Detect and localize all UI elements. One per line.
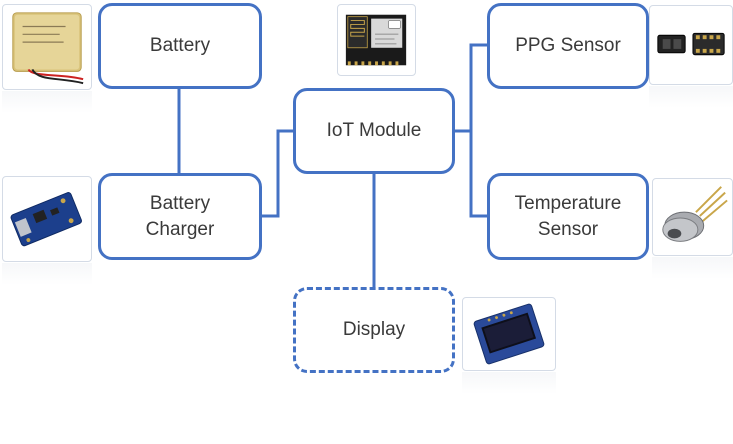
node-battery-charger: Battery Charger: [98, 173, 262, 260]
node-label-display: Display: [342, 319, 406, 340]
node-iot-module: IoT Module: [293, 88, 455, 174]
ppg-sensor-image-reflection: [649, 86, 733, 108]
node-label-iot-module: IoT Module: [326, 120, 422, 141]
ppg-sensor-chip-image: [649, 5, 733, 85]
node-display: Display: [293, 287, 455, 373]
oled-display-image-reflection: [462, 372, 556, 394]
node-label-battery-charger: Battery Charger: [145, 192, 215, 240]
battery-image-reflection: [2, 91, 92, 113]
esp-wifi-module-image: [337, 4, 416, 76]
connector-iot-to-ppg: [454, 43, 488, 133]
charger-board-image-reflection: [2, 263, 92, 285]
charger-board-image: [2, 176, 92, 262]
node-battery: Battery: [98, 3, 262, 89]
node-ppg-sensor: PPG Sensor: [487, 3, 649, 89]
battery-image: [2, 4, 92, 90]
node-temperature-sensor: Temperature Sensor: [487, 173, 649, 260]
node-label-temperature-sensor: Temperature Sensor: [514, 192, 622, 240]
node-label-battery: Battery: [149, 35, 211, 56]
to-can-sensor-image: [652, 178, 733, 256]
temperature-sensor-image-reflection: [652, 257, 733, 279]
node-label-ppg-sensor: PPG Sensor: [515, 35, 621, 56]
oled-display-image: [462, 297, 556, 371]
connector-charger-to-iot: [262, 129, 294, 218]
connector-iot-to-temperature: [469, 131, 488, 218]
